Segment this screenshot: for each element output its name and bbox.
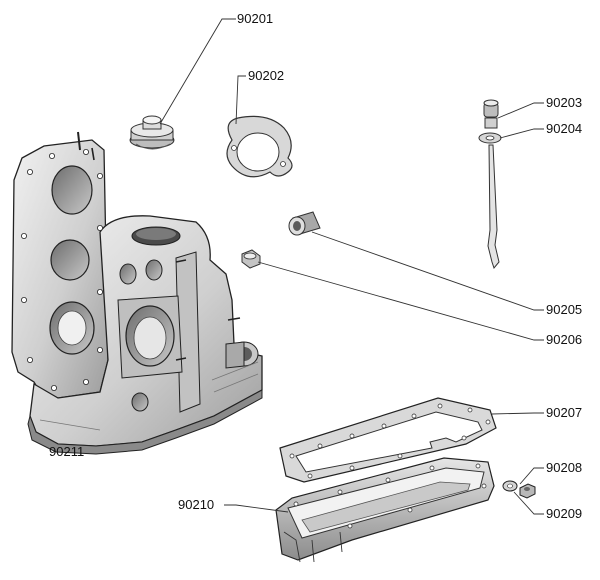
dipstick-washer	[478, 132, 502, 144]
crankcase-housing	[11, 131, 263, 455]
leader-90206	[257, 261, 544, 341]
leader-90201	[159, 18, 236, 125]
oil-pan	[275, 457, 495, 563]
leader-lines	[159, 18, 544, 515]
bushing	[288, 211, 321, 236]
callout-90205: 90205	[546, 302, 583, 317]
callout-90211: 90211	[49, 444, 85, 459]
callout-90203: 90203	[546, 95, 583, 110]
callout-90201: 90201	[237, 11, 274, 26]
callout-90206: 90206	[546, 332, 583, 347]
leader-90210	[224, 504, 289, 513]
callout-90209: 90209	[546, 506, 583, 521]
pan-gasket	[279, 397, 497, 483]
leader-90205	[311, 231, 544, 311]
drain-plug	[241, 249, 261, 269]
filler-gasket	[226, 115, 293, 178]
leader-90207	[491, 412, 544, 415]
leader-90202	[235, 75, 246, 125]
callout-90210: 90210	[178, 497, 215, 512]
oil-filler-cap	[129, 115, 175, 150]
leader-90209	[513, 491, 544, 515]
leader-90203	[497, 102, 544, 119]
leader-90204	[499, 128, 544, 139]
callout-90208: 90208	[546, 460, 583, 475]
callout-90202: 90202	[248, 68, 285, 83]
dipstick	[483, 99, 500, 270]
pan-washer	[502, 480, 518, 492]
pan-nut	[519, 483, 536, 499]
callout-90207: 90207	[546, 405, 583, 420]
callout-90204: 90204	[546, 121, 583, 136]
leader-90208	[519, 467, 544, 485]
